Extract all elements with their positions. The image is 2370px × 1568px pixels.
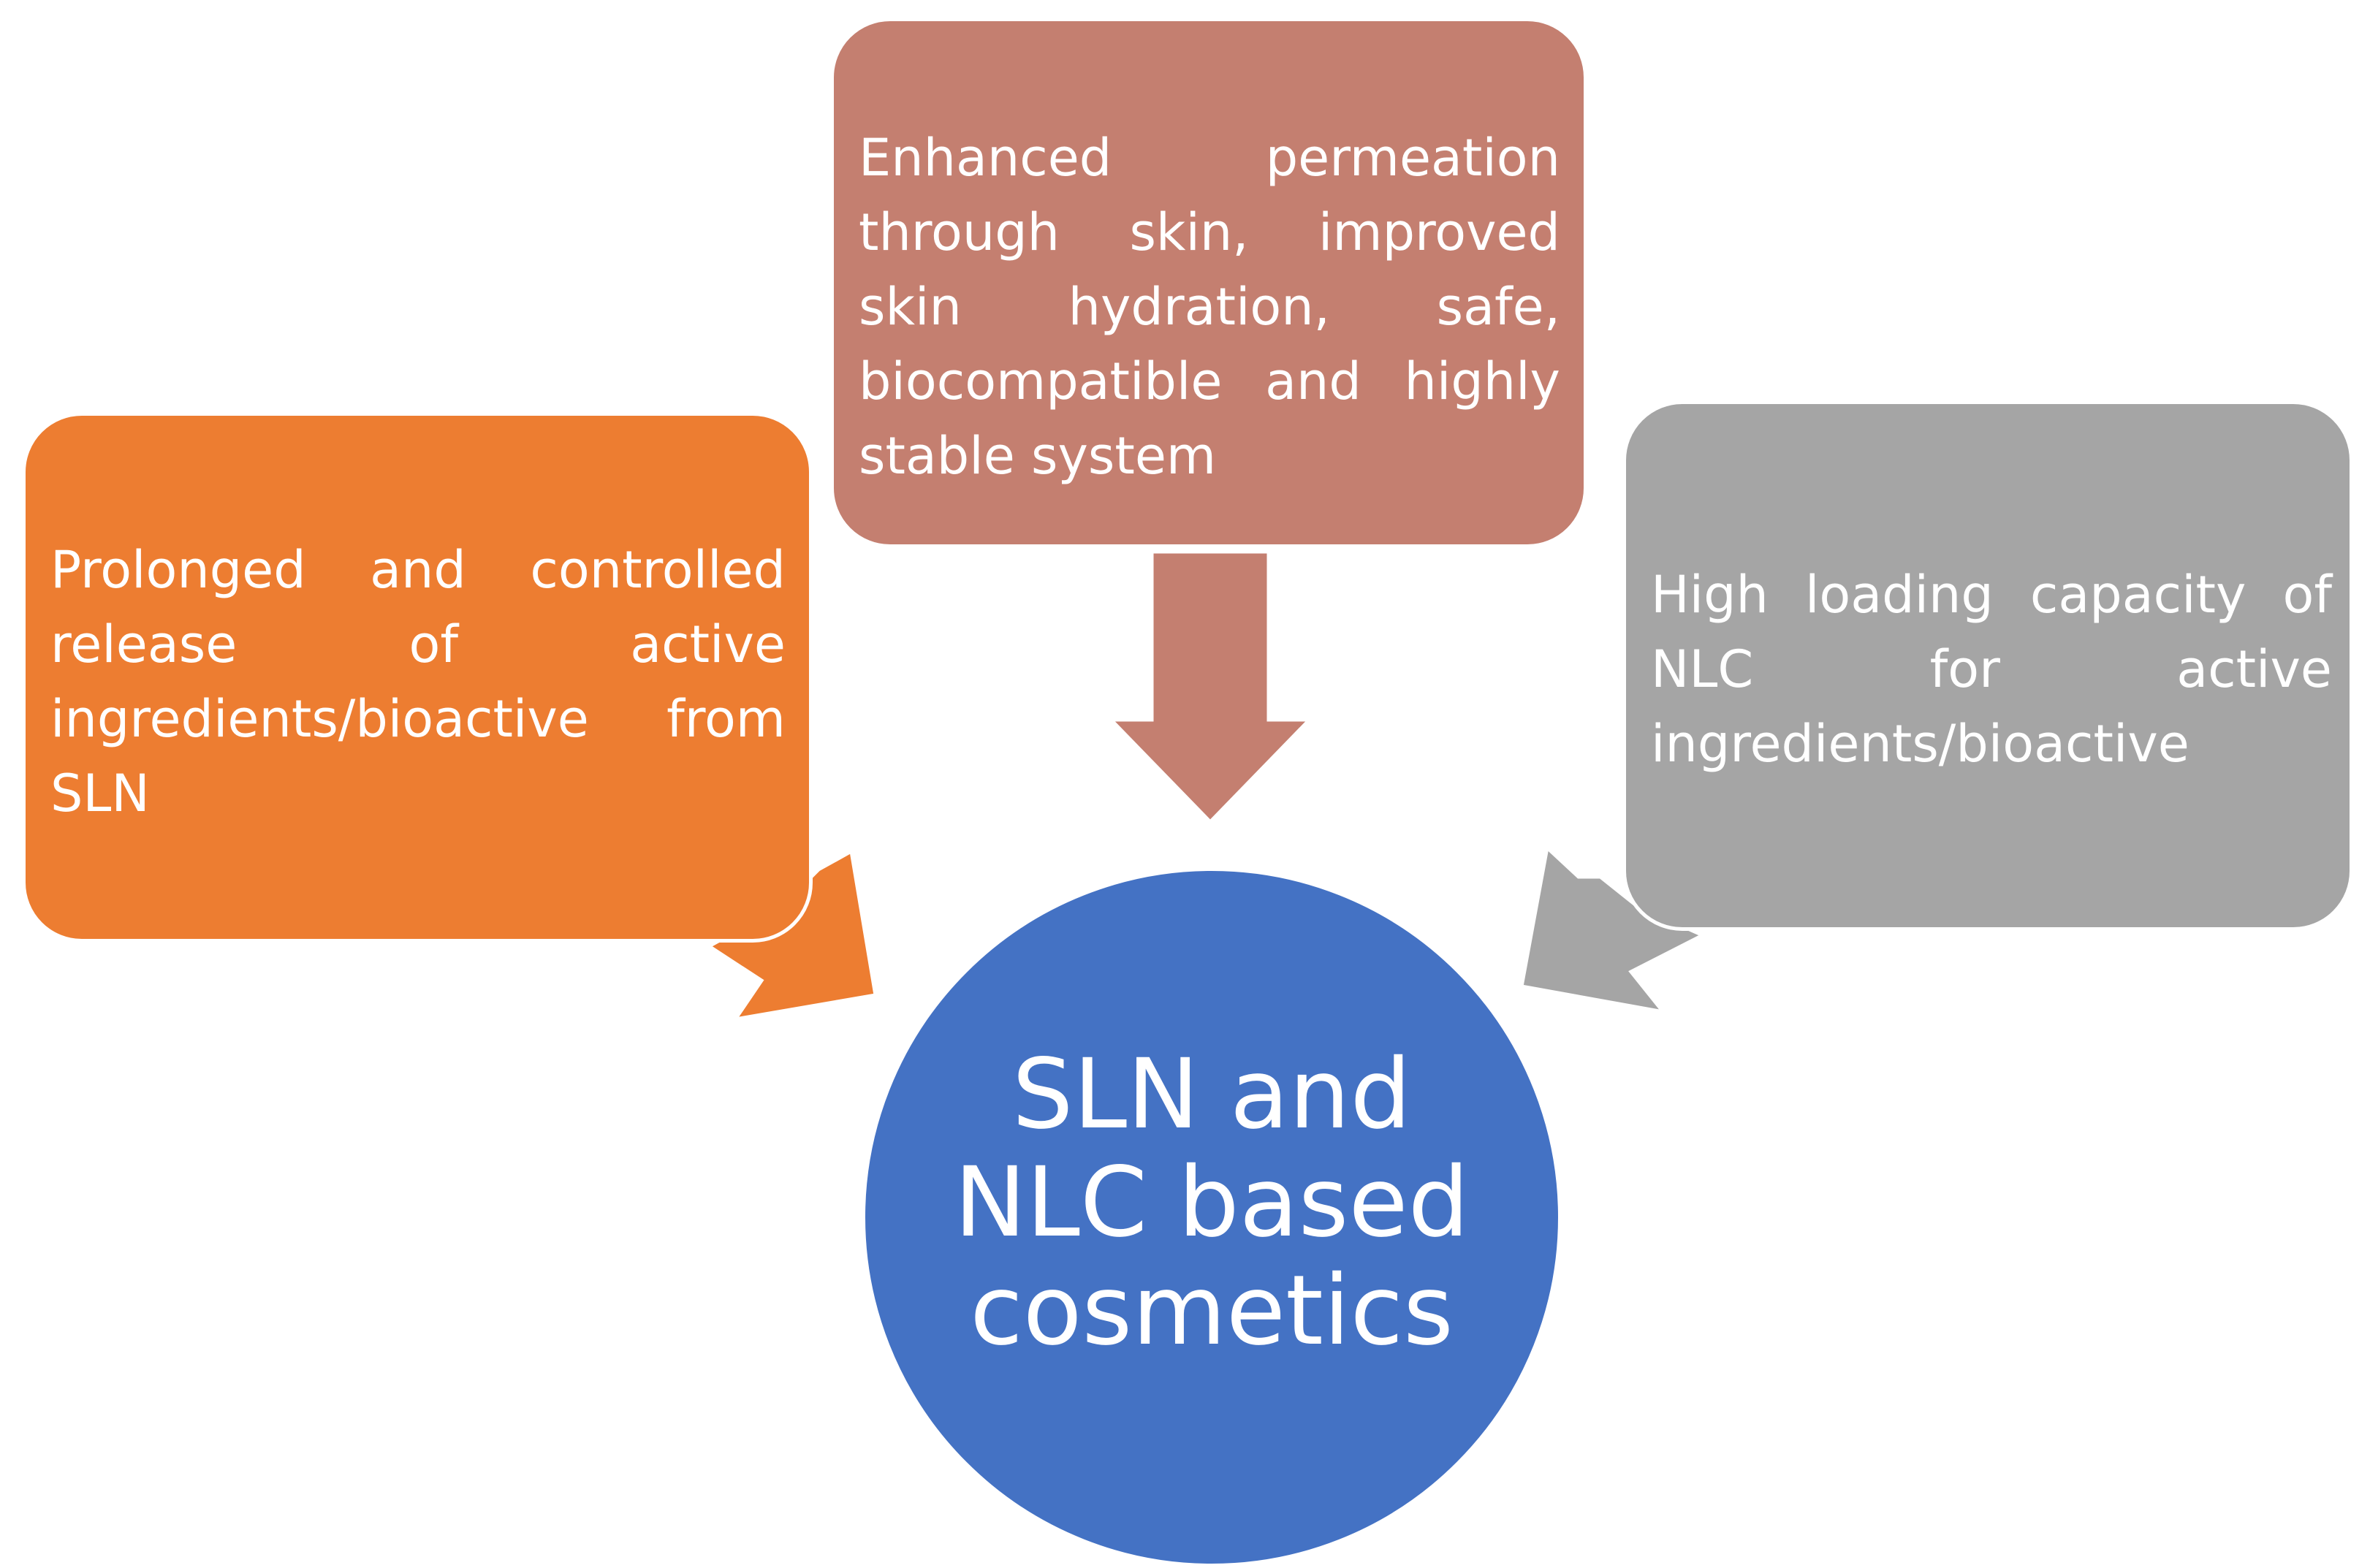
center-text-line-3: cosmetics [970, 1255, 1454, 1367]
center-text-line-2: NLC based [954, 1146, 1470, 1259]
benefit-box-loading-capacity: High loading capacity of NLC for active … [1622, 400, 2353, 931]
benefit-text-permeation: Enhanced permeation through skin, improv… [859, 128, 1560, 486]
arrow-top-to-center [1106, 549, 1314, 825]
benefit-text-controlled-release: Prolonged and controlled release of acti… [50, 540, 786, 823]
benefit-box-permeation: Enhanced permeation through skin, improv… [830, 18, 1587, 548]
center-node-sln-nlc-cosmetics: SLN and NLC based cosmetics [861, 867, 1562, 1568]
benefit-box-controlled-release: Prolonged and controlled release of acti… [22, 412, 813, 943]
arrow-right-to-center [1519, 844, 1707, 1015]
benefit-text-loading-capacity: High loading capacity of NLC for active … [1651, 565, 2332, 774]
center-text-line-1: SLN and [1011, 1038, 1412, 1151]
